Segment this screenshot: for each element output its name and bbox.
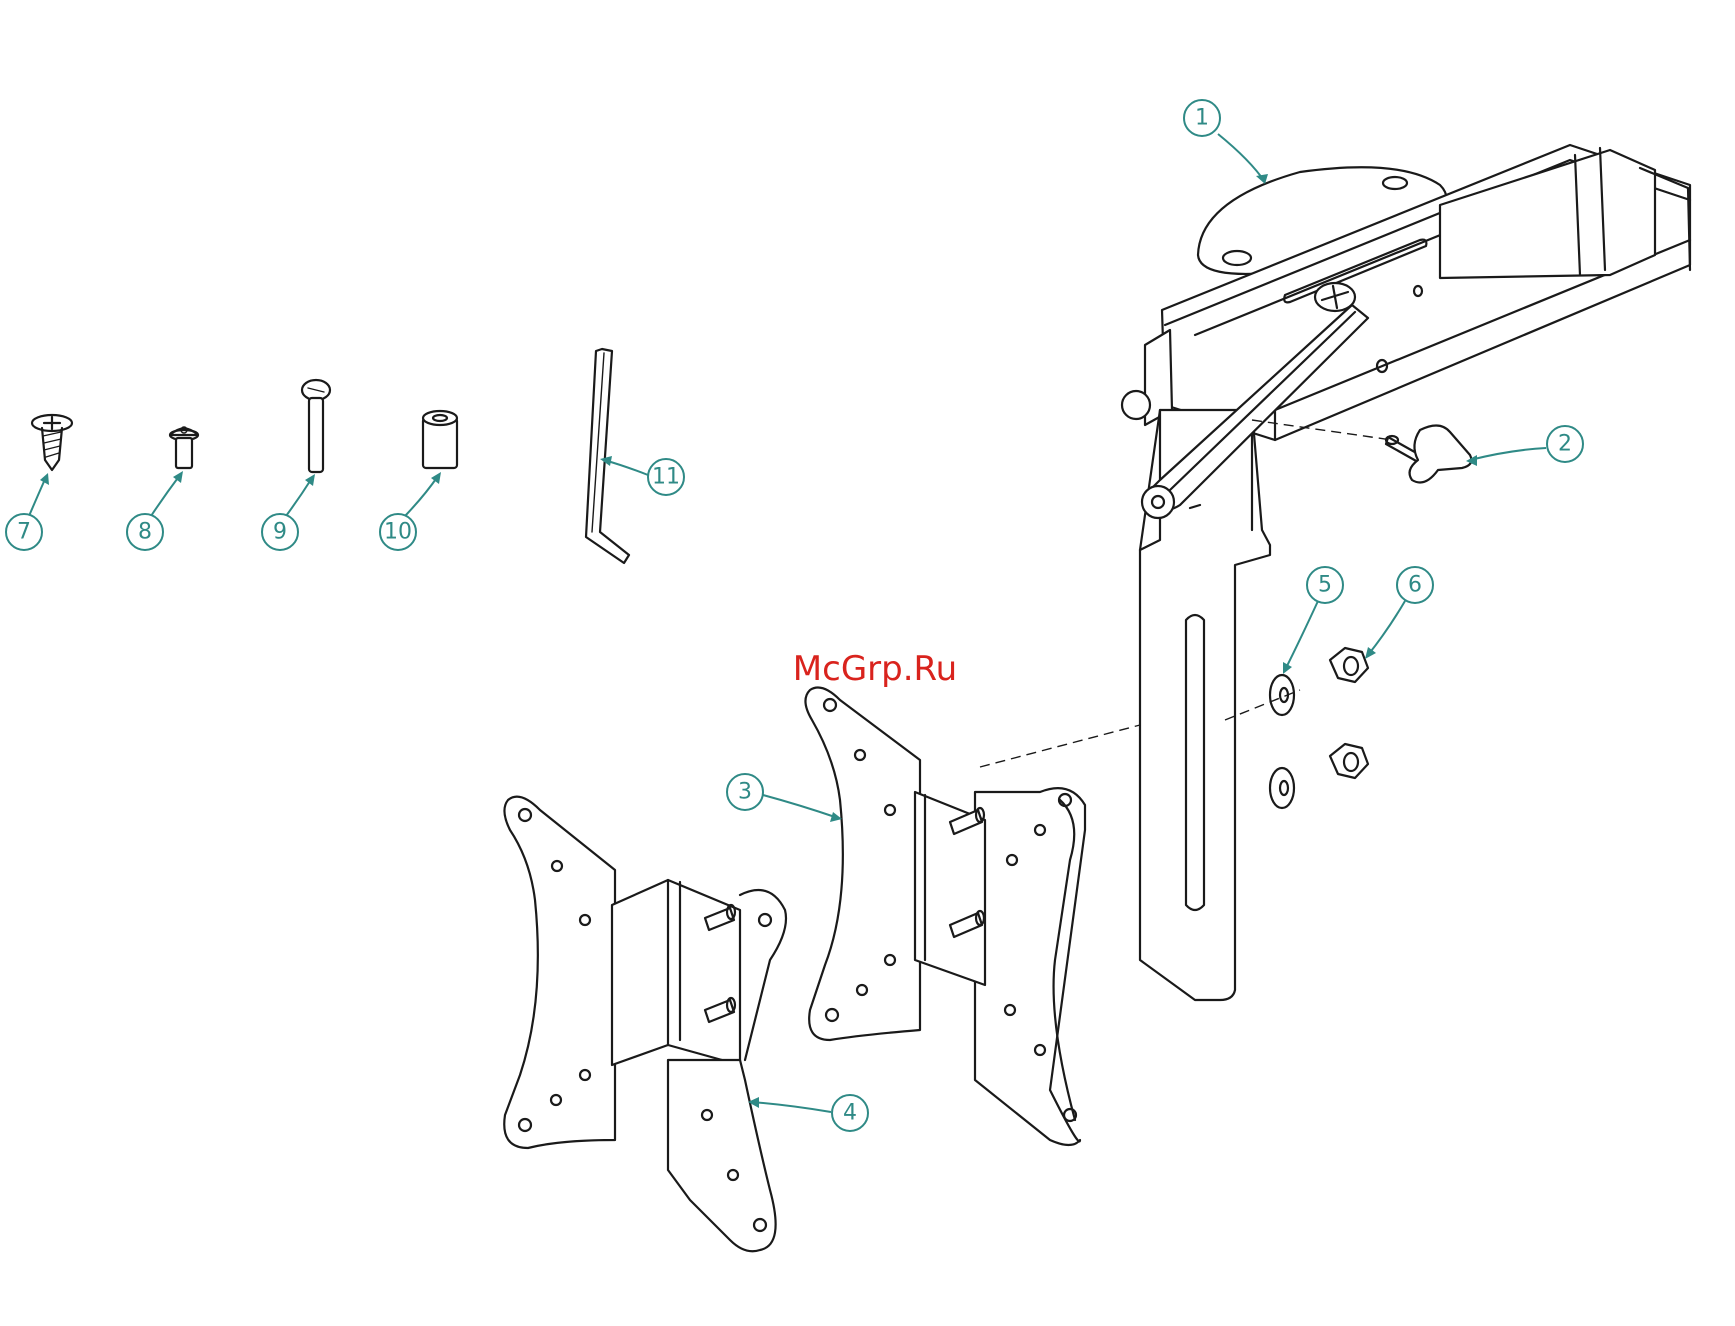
part-8-short-screw — [170, 427, 198, 468]
part-5-washer — [1270, 675, 1294, 808]
callout-8: 8 — [127, 471, 183, 550]
svg-text:1: 1 — [1195, 106, 1209, 131]
part-4-tilt-bracket — [504, 797, 786, 1252]
svg-text:5: 5 — [1318, 573, 1332, 598]
svg-text:10: 10 — [384, 520, 412, 545]
svg-text:8: 8 — [138, 520, 152, 545]
callout-11: 11 — [600, 456, 684, 495]
part-7-wood-screw — [32, 415, 72, 470]
svg-text:4: 4 — [843, 1101, 857, 1126]
part-11-hex-key — [586, 349, 629, 563]
svg-text:6: 6 — [1408, 573, 1422, 598]
svg-text:3: 3 — [738, 780, 752, 805]
svg-text:7: 7 — [17, 520, 31, 545]
part-2-knob-screw — [1386, 425, 1471, 482]
svg-text:11: 11 — [652, 465, 680, 490]
callout-10: 10 — [380, 472, 441, 550]
callout-7: 7 — [6, 473, 49, 550]
part-3-vesa-plate — [805, 688, 920, 1040]
callout-6: 6 — [1365, 567, 1433, 659]
svg-text:2: 2 — [1558, 432, 1572, 457]
part-10-spacer — [423, 411, 457, 468]
callout-2: 2 — [1466, 426, 1583, 466]
callout-3: 3 — [727, 774, 842, 822]
svg-text:9: 9 — [273, 520, 287, 545]
callout-4: 4 — [748, 1095, 868, 1131]
part-9-long-screw — [302, 380, 330, 472]
rear-bracket — [915, 788, 1085, 1145]
callout-1: 1 — [1184, 100, 1268, 184]
part-1-wall-arm — [1122, 145, 1690, 440]
watermark: McGrp.Ru — [793, 649, 957, 689]
callout-9: 9 — [262, 474, 315, 550]
part-6-nut — [1330, 648, 1368, 778]
